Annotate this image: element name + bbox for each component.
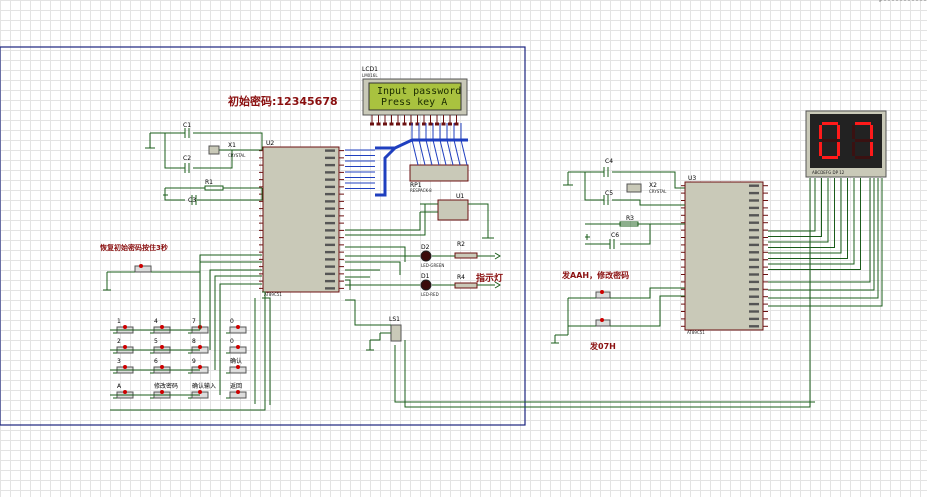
d2-ref: D2 <box>421 244 430 251</box>
keypad-key[interactable]: 7 <box>188 318 209 334</box>
keypad-key-label: 7 <box>192 318 196 325</box>
keypad-key[interactable]: 确认输入 <box>188 382 216 399</box>
svg-text:RESPACK-8: RESPACK-8 <box>410 188 432 193</box>
c2-ref: C2 <box>183 155 191 162</box>
keypad-key[interactable]: 0 <box>226 338 247 354</box>
c4-ref: C4 <box>605 158 613 165</box>
keypad-key-label: 8 <box>192 338 196 345</box>
x2-ref: X2 <box>649 182 657 189</box>
keypad-key-label: 确认输入 <box>192 382 216 390</box>
send-aah-button[interactable] <box>568 287 685 299</box>
keypad-key-label: 9 <box>192 358 196 365</box>
keypad-key[interactable]: 0 <box>226 318 247 334</box>
keypad-key[interactable]: 3 <box>113 358 134 374</box>
send-07h-button[interactable] <box>551 295 685 344</box>
keypad-key-label: 4 <box>154 318 158 325</box>
x1-model: CRYSTAL <box>228 153 246 158</box>
seven-segment-display: ABCDEFG DP 12 <box>805 110 887 178</box>
r3-ref: R3 <box>626 215 634 222</box>
svg-text:U1: U1 <box>456 193 464 200</box>
r4-ref: R4 <box>457 274 465 281</box>
keypad-key[interactable]: 2 <box>113 338 134 354</box>
c5-ref: C5 <box>605 190 613 197</box>
svg-text:RP1: RP1 <box>410 182 422 189</box>
chip-u1: U1 <box>437 193 469 221</box>
restore-button[interactable] <box>103 261 262 291</box>
r2-ref: R2 <box>457 241 465 248</box>
keypad-key[interactable]: 6 <box>150 358 171 374</box>
mcu-u2: U2 AT89C51 <box>259 140 344 297</box>
send-07h-note: 发07H <box>589 341 616 351</box>
oscillator-u3 <box>563 167 685 249</box>
keypad-key-label: 0 <box>230 338 234 345</box>
keypad-key[interactable]: 确认 <box>226 357 247 374</box>
keypad-key[interactable]: 9 <box>188 358 209 374</box>
keypad-key-label: A <box>117 383 122 390</box>
seg-pin-labels: ABCDEFG DP 12 <box>812 170 845 175</box>
keypad-key-label: 3 <box>117 358 121 365</box>
c1-ref: C1 <box>183 122 191 129</box>
sheet-frame <box>0 46 526 426</box>
lcd-module: LCD1 LM016L Input password Press key A <box>362 66 468 126</box>
indicator-note: 指示灯 <box>476 272 503 284</box>
lcd-line-1: Input password <box>377 86 461 97</box>
resistor-pack-rp1: RP1 RESPACK-8 <box>409 164 469 193</box>
restore-password-note: 恢复初始密码按住3秒 <box>100 243 168 252</box>
keypad-key-label: 0 <box>230 318 234 325</box>
buzzer-ls1 <box>366 324 402 351</box>
keypad-key[interactable]: 修改密码 <box>150 382 178 399</box>
keypad-key[interactable]: 返回 <box>226 383 247 399</box>
r1-ref: R1 <box>205 179 213 186</box>
d1-model: LED-RED <box>421 292 439 297</box>
keypad-key[interactable]: A <box>113 383 134 399</box>
svg-text:U3: U3 <box>688 175 696 182</box>
svg-text:AT89C51: AT89C51 <box>264 292 282 297</box>
keypad-key[interactable]: 8 <box>188 338 209 354</box>
lcd-ref: LCD1 <box>362 66 378 73</box>
x1-ref: X1 <box>228 142 236 149</box>
keypad-key-label: 2 <box>117 338 121 345</box>
keypad-key-label: 5 <box>154 338 158 345</box>
keypad-key-label: 1 <box>117 318 121 325</box>
keypad-key-label: 返回 <box>230 383 242 390</box>
keypad-key-label: 6 <box>154 358 158 365</box>
svg-text:AT89C51: AT89C51 <box>687 330 705 335</box>
keypad-key-label: 确认 <box>230 357 242 365</box>
ls1-ref: LS1 <box>389 316 400 323</box>
lcd-model: LM016L <box>362 73 378 78</box>
c6-ref: C6 <box>611 232 619 239</box>
keypad-key[interactable]: 4 <box>150 318 171 334</box>
c3-ref: C3 <box>188 197 196 204</box>
initial-password-note: 初始密码:12345678 <box>228 94 338 108</box>
keypad-key-label: 修改密码 <box>154 382 178 390</box>
send-aah-note: 发AAH，修改密码 <box>561 270 629 280</box>
led-section <box>345 250 501 291</box>
mcu-u3: U3 AT89C51 <box>681 175 768 335</box>
keypad-key[interactable]: 5 <box>150 338 171 354</box>
keypad-key[interactable]: 1 <box>113 318 134 334</box>
d2-model: LED-GREEN <box>421 263 444 268</box>
oscillator-u2 <box>145 128 263 205</box>
d1-ref: D1 <box>421 273 430 280</box>
x2-model: CRYSTAL <box>649 189 667 194</box>
lcd-line-2: Press key A <box>381 97 447 108</box>
svg-text:U2: U2 <box>266 140 274 147</box>
